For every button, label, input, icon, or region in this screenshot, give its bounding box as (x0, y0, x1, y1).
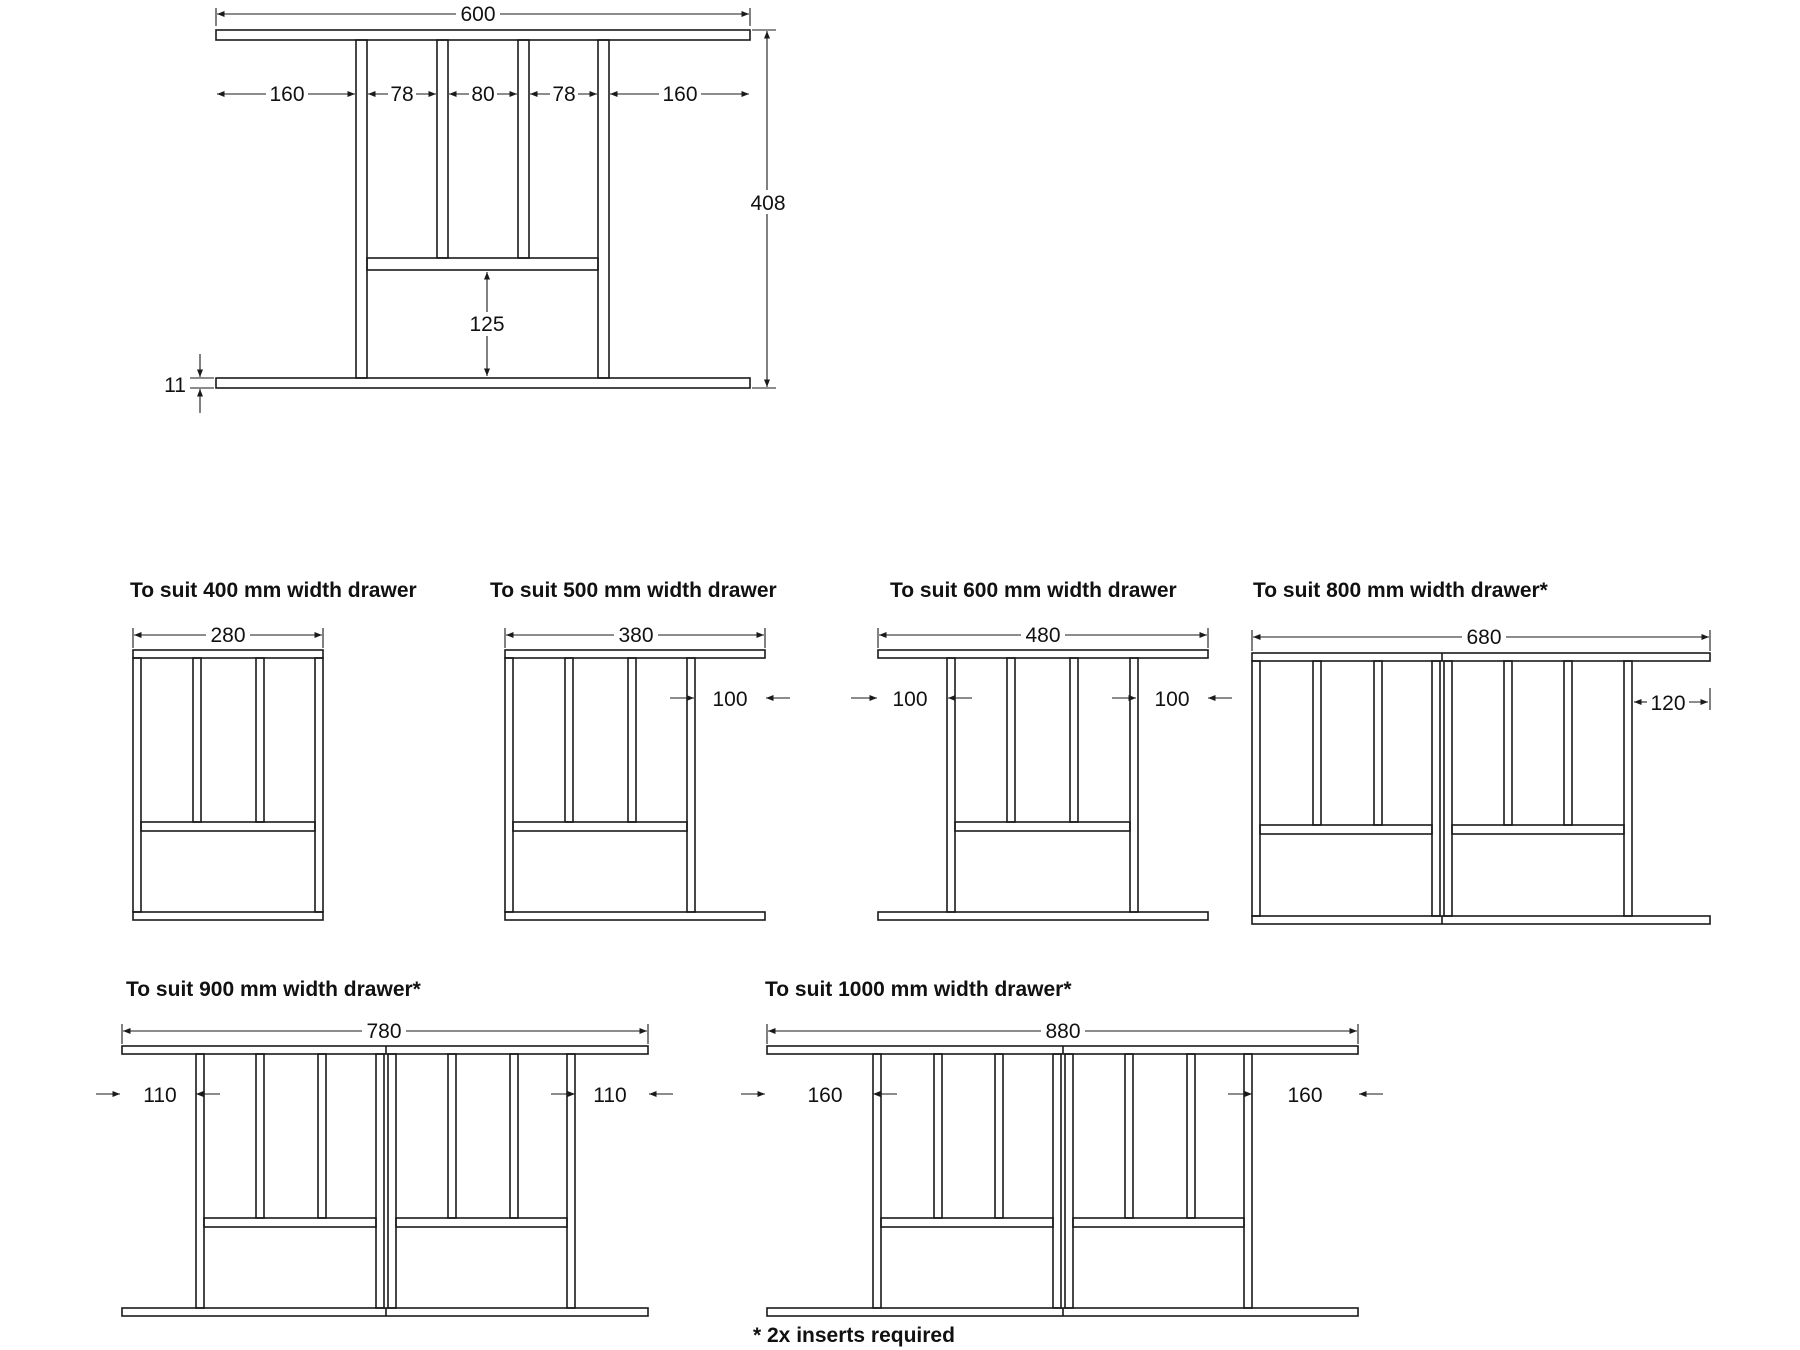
variant-600-left-offset: 100 (892, 688, 927, 711)
variant-title-400: To suit 400 mm width drawer (130, 579, 417, 602)
variant-900-insert: 780 110 110 (96, 1019, 673, 1317)
dim-inner-left: 78 (390, 83, 413, 106)
variant-1000-left-offset: 160 (807, 1084, 842, 1107)
variant-500-right-offset: 100 (712, 688, 747, 711)
dimension-base-thickness: 11 (164, 354, 214, 413)
dimension-overall-height: 408 (748, 29, 788, 389)
dimension-lower-compartment: 125 (466, 272, 508, 376)
variant-400-insert: 280 (132, 623, 324, 921)
variant-800-insert: 680 120 (1251, 625, 1711, 925)
dim-inner-center: 80 (471, 83, 494, 106)
dim-lower-compartment-height: 125 (469, 313, 504, 336)
variant-600-right-offset: 100 (1154, 688, 1189, 711)
variant-title-600: To suit 600 mm width drawer (890, 579, 1177, 602)
dim-base-thickness: 11 (164, 374, 186, 397)
variant-600-width: 480 (1025, 624, 1060, 647)
variant-800-width: 680 (1466, 626, 1501, 649)
variant-title-900: To suit 900 mm width drawer* (126, 978, 422, 1001)
dim-left-bay: 160 (269, 83, 304, 106)
variant-1000-width: 880 (1045, 1020, 1080, 1043)
dim-right-bay: 160 (662, 83, 697, 106)
dimension-overall-width: 600 (215, 2, 751, 26)
dim-overall-height: 408 (750, 192, 785, 215)
variant-600-insert: 480 100 100 (851, 623, 1232, 921)
variant-title-1000: To suit 1000 mm width drawer* (765, 978, 1072, 1001)
variant-800-right-offset: 120 (1650, 692, 1685, 715)
variant-title-500: To suit 500 mm width drawer (490, 579, 777, 602)
dim-inner-right: 78 (552, 83, 575, 106)
variant-900-width: 780 (366, 1020, 401, 1043)
dimension-bay-widths: 160 78 80 78 160 (217, 82, 749, 106)
variant-500-width: 380 (618, 624, 653, 647)
footnote: * 2x inserts required (753, 1324, 955, 1347)
variant-900-right-offset: 110 (593, 1084, 626, 1107)
variant-400-width: 280 (210, 624, 245, 647)
main-insert-diagram: 600 160 78 80 78 160 408 (164, 2, 788, 413)
variant-500-insert: 380 100 (504, 623, 790, 921)
dim-overall-width: 600 (460, 3, 495, 26)
main-insert-frame (215, 29, 751, 389)
variant-1000-insert: 880 160 160 (741, 1019, 1383, 1317)
variant-900-left-offset: 110 (143, 1084, 176, 1107)
variant-title-800: To suit 800 mm width drawer* (1253, 579, 1549, 602)
variant-1000-right-offset: 160 (1287, 1084, 1322, 1107)
